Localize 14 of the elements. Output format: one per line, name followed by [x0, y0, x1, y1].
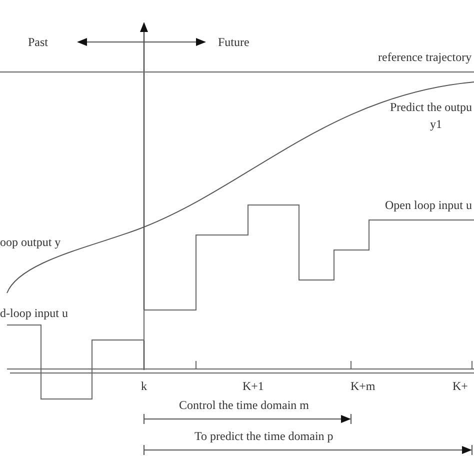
- curve-label: d-loop input u: [0, 306, 68, 320]
- curve-label: reference trajectory: [378, 50, 472, 64]
- tick-label: K+1: [242, 379, 264, 393]
- dimension-label: Control the time domain m: [179, 398, 309, 412]
- time-label: Past: [28, 35, 48, 49]
- tick-label: k: [141, 379, 147, 393]
- tick-label: K+: [452, 379, 468, 393]
- time-label: Future: [218, 35, 250, 49]
- dimension-label: To predict the time domain p: [194, 429, 334, 443]
- curve-label: y1: [430, 117, 442, 131]
- curve-label: Predict the outpu: [390, 100, 472, 114]
- curve-label: oop output y: [0, 235, 61, 249]
- tick-label: K+m: [350, 379, 376, 393]
- curve-label: Open loop input u: [385, 198, 472, 212]
